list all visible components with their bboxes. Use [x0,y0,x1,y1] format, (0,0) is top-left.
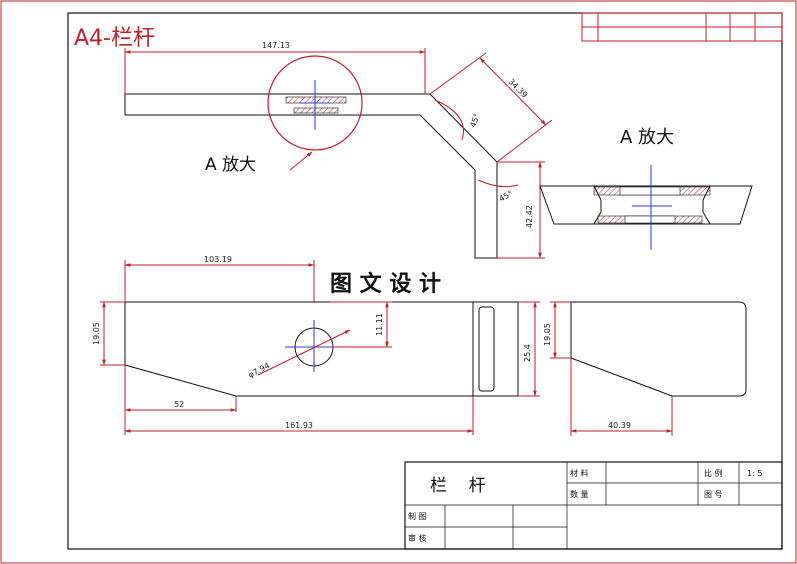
bent-bar-view [124,55,498,259]
dim-text-16193: 161.93 [285,421,313,430]
detail-a-callout: A 放大 [205,155,256,175]
dim-text-hole: φ7.94 [247,361,272,380]
plan-view [124,301,519,397]
dim-text-147: 147.13 [262,41,290,50]
part-name: 栏 杆 [430,476,486,496]
dim-hole-dia: φ7.94 [247,329,351,380]
dim-text-4242: 42.42 [525,205,534,228]
checked-label: 审 核 [408,533,427,543]
dim-text-1111: 11.11 [375,313,384,336]
angle-text-top: 45° [468,112,481,128]
dim-text-1905-left: 19.05 [92,322,101,345]
drawn-label: 制 图 [408,511,427,521]
dim-text-254: 25.4 [523,344,532,362]
watermark: 图 文 设 计 [330,271,441,297]
dim-width-103: 103.19 [124,255,315,302]
dim-top-length: 147.13 [124,41,426,94]
dim-side-height: 19.05 [543,301,571,359]
detail-a-view [539,165,753,250]
quantity-label: 数 量 [570,489,589,499]
dim-hole-offset: 11.11 [330,301,392,348]
dim-slot-height: 25.4 [518,301,540,397]
angle-text-bottom: 45° [498,189,515,204]
scale-label: 比 例 [704,468,723,478]
dim-vertical-right: 42.42 [497,161,545,259]
dim-text-1905-side: 19.05 [543,323,552,346]
side-view [570,301,747,397]
detail-a-title: A 放大 [620,127,674,148]
dim-text-52: 52 [174,400,184,409]
dim-bottom-52: 52 [124,365,237,435]
drawing-no-label: 图 号 [704,490,723,499]
title-block: 栏 杆 材 料 比 例 1: 5 数 量 图 号 制 图 审 核 [404,461,783,550]
scale-value: 1: 5 [747,469,762,478]
dim-total-length: 161.93 [124,396,474,435]
top-right-grid [581,12,783,42]
dim-side-width: 40.39 [570,358,673,436]
detail-a-circle [267,55,363,151]
angle-bottom: 45° [477,179,519,204]
dim-height-left: 19.05 [92,301,125,366]
dim-text-103: 103.19 [204,255,232,264]
drawing-title: A4-栏杆 [74,26,155,51]
dim-text-4039: 40.39 [608,421,631,430]
material-label: 材 料 [570,468,589,478]
